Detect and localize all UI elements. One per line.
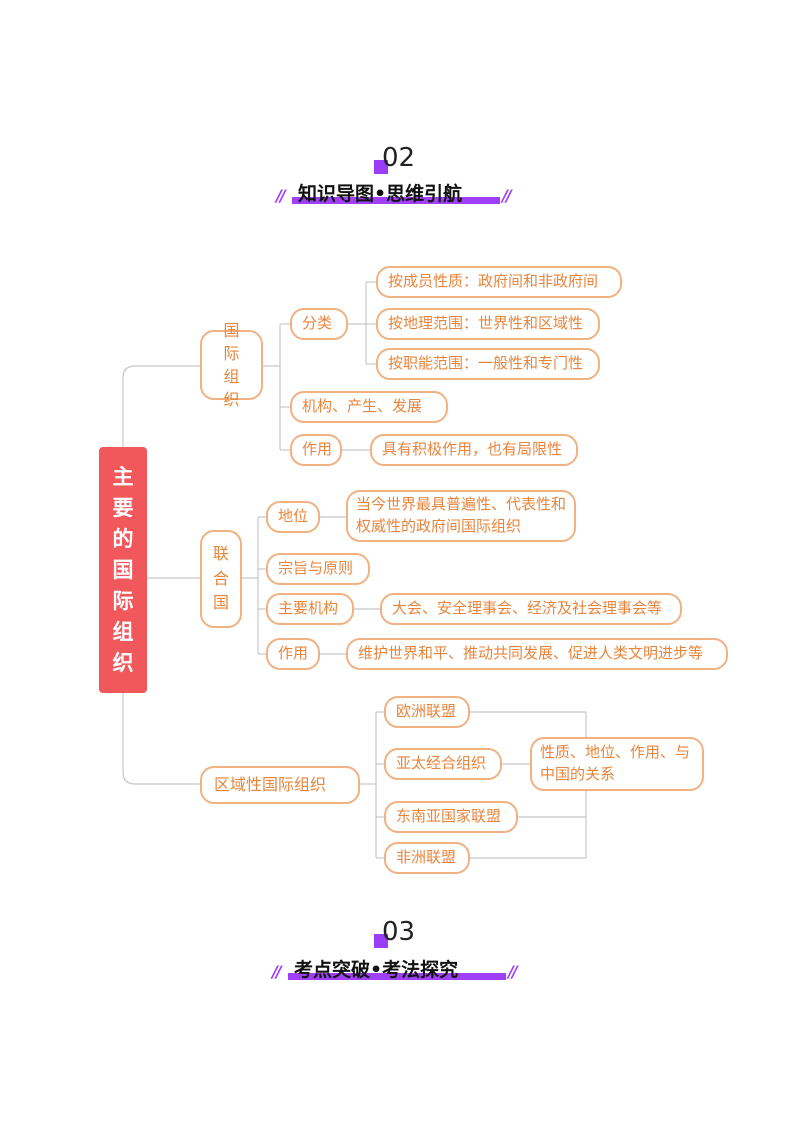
root-label: 主要的国际组织 xyxy=(112,464,134,675)
node-un-organs-desc: 大会、安全理事会、经济及社会理事会等 xyxy=(380,593,682,625)
node-intl-role: 作用 xyxy=(290,434,342,466)
node-classify-member: 按成员性质：政府间和非政府间 xyxy=(376,266,622,298)
node-classify-function: 按职能范围：一般性和专门性 xyxy=(376,348,600,380)
node-intl-org-label: 国际组织 xyxy=(223,320,240,410)
node-un-status-desc: 当今世界最具普遍性、代表性和权威性的政府间国际组织 xyxy=(346,490,576,542)
node-un-principles-label: 宗旨与原则 xyxy=(278,559,354,578)
node-regional-au: 非洲联盟 xyxy=(384,842,470,874)
section-marker xyxy=(374,934,388,948)
node-un-role: 作用 xyxy=(266,638,320,670)
section-marker xyxy=(374,160,388,174)
node-regional-summary-label: 性质、地位、作用、与中国的关系 xyxy=(540,743,691,783)
decor-slash-right: // xyxy=(502,186,512,205)
node-un-status-desc-label: 当今世界最具普遍性、代表性和权威性的政府间国际组织 xyxy=(356,495,567,535)
node-intl-role-label: 作用 xyxy=(302,440,333,459)
node-regional-asean: 东南亚国家联盟 xyxy=(384,801,518,833)
node-regional-eu-label: 欧洲联盟 xyxy=(396,702,457,721)
node-un-status-label: 地位 xyxy=(278,507,309,526)
node-classify-label: 分类 xyxy=(302,314,333,333)
section-number: 02 xyxy=(382,143,416,173)
node-un-organs: 主要机构 xyxy=(266,593,354,625)
node-un-role-label: 作用 xyxy=(278,644,309,663)
node-un-role-desc: 维护世界和平、推动共同发展、促进人类文明进步等 xyxy=(346,638,728,670)
title-underline xyxy=(288,973,506,980)
node-regional-summary: 性质、地位、作用、与中国的关系 xyxy=(530,737,704,791)
node-un-status: 地位 xyxy=(266,501,320,533)
node-structure: 机构、产生、发展 xyxy=(290,391,448,423)
node-classify: 分类 xyxy=(290,308,348,340)
node-regional-apec: 亚太经合组织 xyxy=(384,748,502,780)
node-intl-role-desc-label: 具有积极作用，也有局限性 xyxy=(382,440,563,459)
node-un-organs-desc-label: 大会、安全理事会、经济及社会理事会等 xyxy=(392,599,663,618)
node-classify-geo: 按地理范围：世界性和区域性 xyxy=(376,308,600,340)
node-un-principles: 宗旨与原则 xyxy=(266,553,370,585)
node-un-role-desc-label: 维护世界和平、推动共同发展、促进人类文明进步等 xyxy=(358,644,704,663)
node-regional: 区域性国际组织 xyxy=(200,766,360,804)
title-underline xyxy=(292,197,500,204)
node-classify-geo-label: 按地理范围：世界性和区域性 xyxy=(388,314,584,333)
node-intl-org: 国际组织 xyxy=(200,321,263,409)
decor-slash-left: // xyxy=(272,962,282,981)
node-un: 联合国 xyxy=(200,530,242,628)
section-title: 考点突破•考法探究 xyxy=(294,959,459,981)
decor-slash-left: // xyxy=(276,186,286,205)
section-title: 知识导图•思维引航 xyxy=(298,183,463,205)
section-number: 03 xyxy=(382,917,416,947)
node-structure-label: 机构、产生、发展 xyxy=(302,397,423,416)
node-un-organs-label: 主要机构 xyxy=(278,599,339,618)
decor-slash-right: // xyxy=(508,962,518,981)
node-regional-label: 区域性国际组织 xyxy=(214,775,327,795)
node-classify-function-label: 按职能范围：一般性和专门性 xyxy=(388,354,584,373)
node-regional-au-label: 非洲联盟 xyxy=(396,848,457,867)
node-intl-role-desc: 具有积极作用，也有局限性 xyxy=(370,434,578,466)
node-regional-eu: 欧洲联盟 xyxy=(384,696,470,728)
node-regional-apec-label: 亚太经合组织 xyxy=(396,754,487,773)
root-node: 主要的国际组织 xyxy=(99,447,147,693)
node-un-label: 联合国 xyxy=(212,543,229,613)
node-regional-asean-label: 东南亚国家联盟 xyxy=(396,807,502,826)
node-classify-member-label: 按成员性质：政府间和非政府间 xyxy=(388,272,599,291)
